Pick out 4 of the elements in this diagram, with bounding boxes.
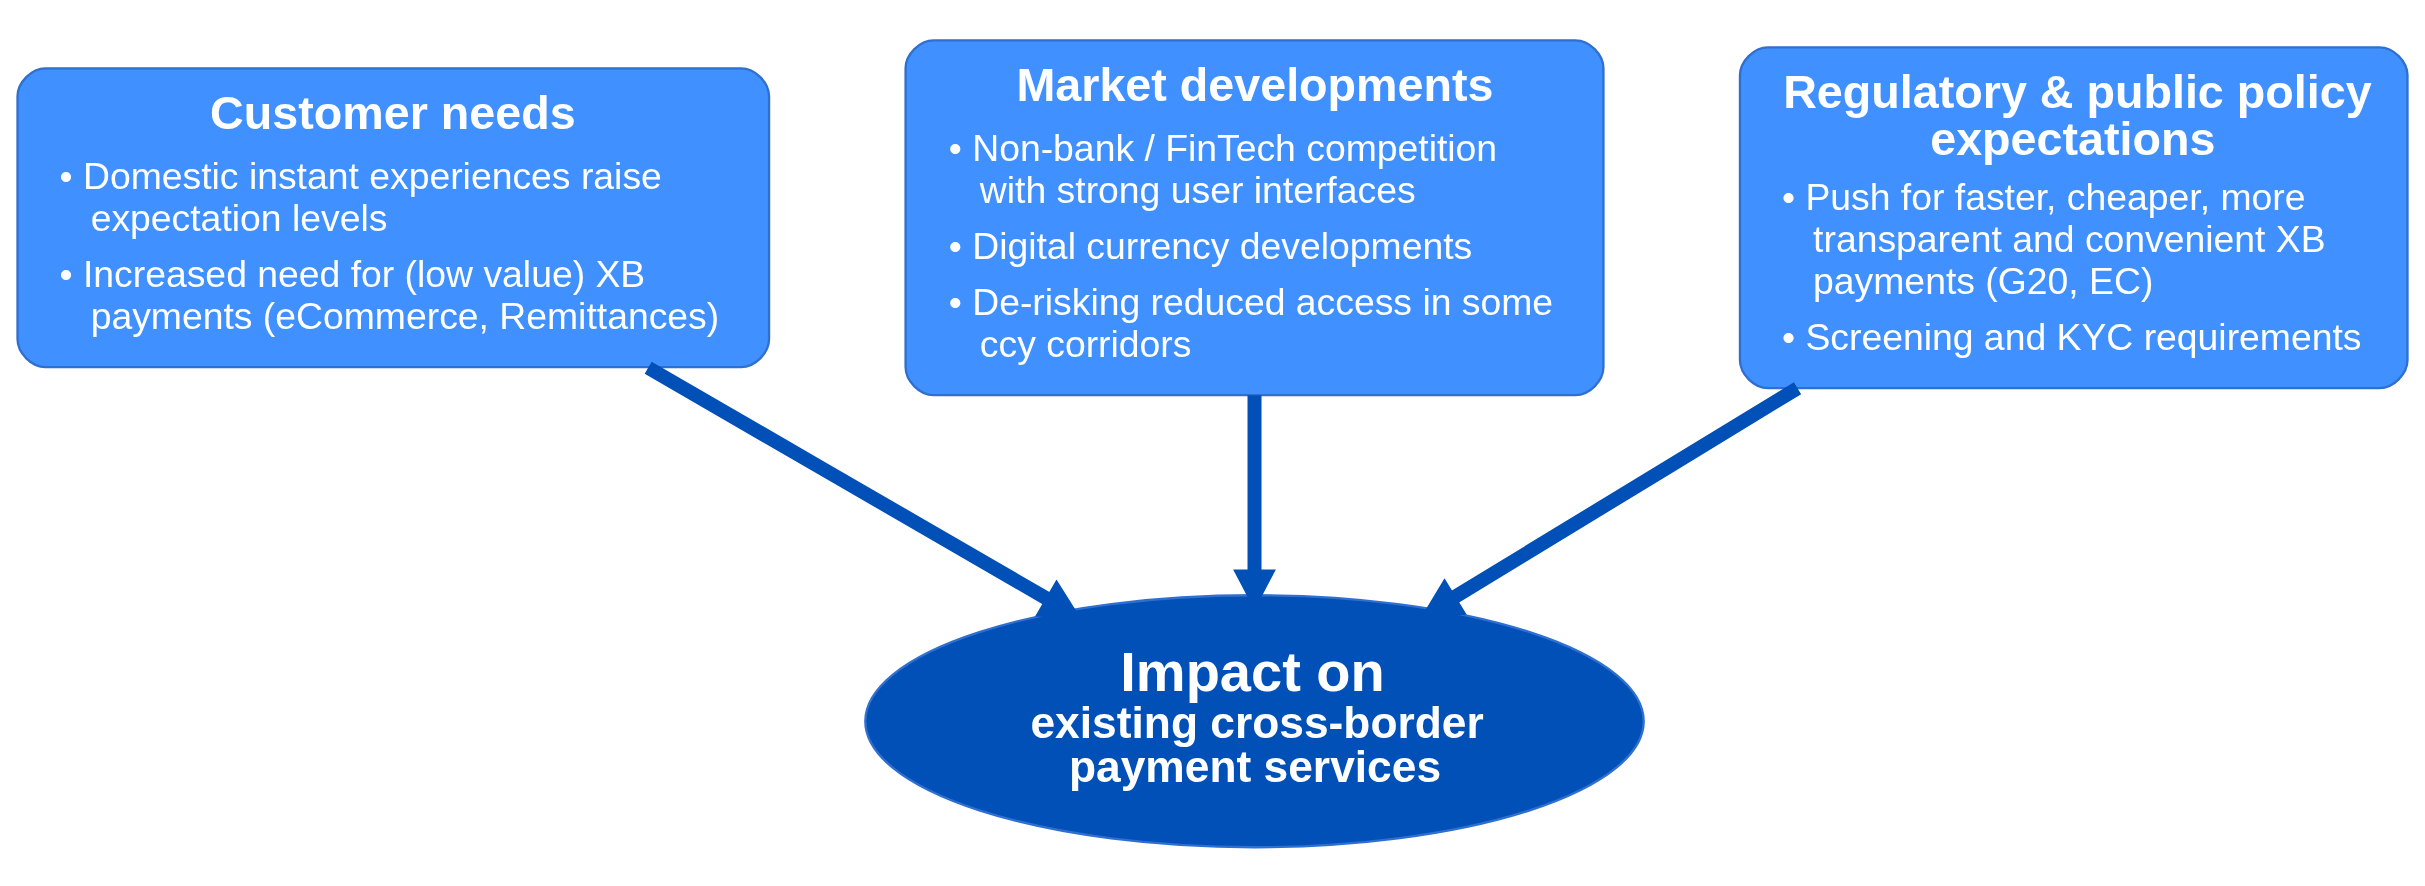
node-ellipse: Impact on existing cross-border payment services	[864, 593, 1645, 848]
node-box: Market developments • Non-bank / FinTech competition with strong user interfaces • Digital currency developments • De-risking reduced access in some ccy corridors	[904, 38, 1605, 396]
node-box: Customer needs • Domestic instant experiences raise expectation levels • Increased need for (low value) XB payments (eCommerce, Remittances)	[16, 66, 771, 368]
node-box: Regulatory & public policy expectations • Push for faster, cheaper, more transparent and convenient XB payments (G20, EC) • Screening and KYC requirements	[1738, 45, 2409, 389]
